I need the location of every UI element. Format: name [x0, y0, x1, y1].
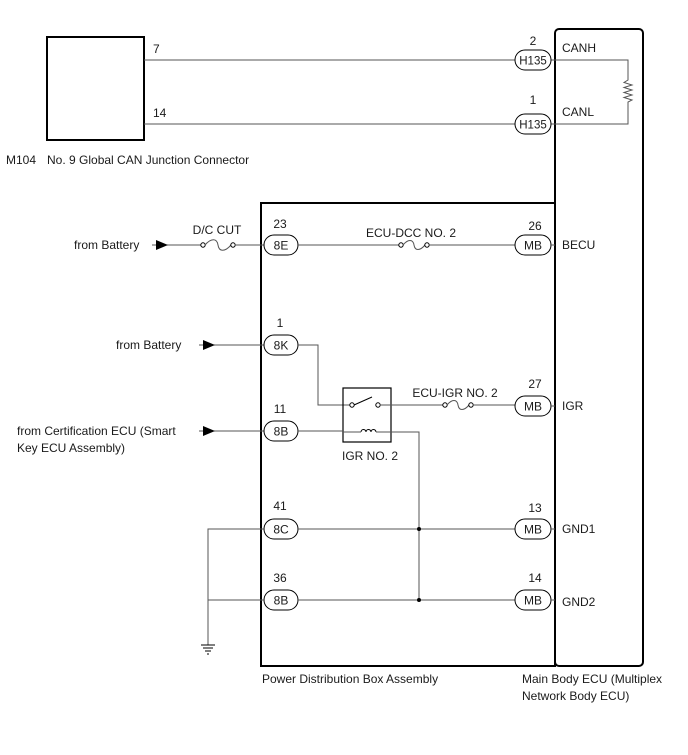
jc-code: M104 [6, 153, 36, 167]
igr-out-pin: 27 [528, 377, 542, 391]
dc-cut-fuse-icon [204, 239, 232, 251]
ecu-igr2-fuse-label: ECU-IGR NO. 2 [412, 386, 498, 400]
relay-contact-left [349, 402, 355, 408]
canh-signal: CANH [562, 41, 596, 55]
dc-cut-fuse-terminal-left [200, 242, 206, 248]
ecu-name-line2: Network Body ECU) [522, 689, 629, 703]
igr2-relay-box [342, 387, 392, 443]
gnd1-out-pin: 13 [528, 501, 542, 515]
canh-connector-code: H135 [519, 56, 547, 68]
cert-source-line2: Key ECU Assembly) [17, 441, 125, 455]
cert-arrow-icon [203, 426, 215, 436]
ecu-igr2-fuse-terminal-left [442, 402, 448, 408]
battery1-source: from Battery [74, 238, 139, 252]
igr-signal: IGR [562, 399, 584, 413]
junction-connector-box [46, 36, 145, 141]
cert-in-pin: 11 [274, 402, 287, 416]
gnd2-in-code: 8B [274, 594, 289, 608]
gnd2-in-pin: 36 [273, 571, 287, 585]
bat2-in-code: 8K [274, 339, 289, 353]
bat2-in-pin: 1 [277, 316, 284, 330]
cert-in-code: 8B [274, 425, 289, 439]
canh-connector [514, 49, 552, 71]
igr-out-code: MB [524, 400, 542, 414]
ecu-igr2-fuse-terminal-right [468, 402, 474, 408]
battery2-arrow-icon [203, 340, 215, 350]
becu-out-pin: 26 [528, 219, 542, 233]
gnd1-signal: GND1 [562, 522, 596, 536]
pdb-name: Power Distribution Box Assembly [262, 672, 438, 686]
relay-coil-icon [360, 429, 377, 433]
ecu-dcc2-fuse-terminal-left [398, 242, 404, 248]
relay-feed-wire [298, 344, 350, 406]
igr2-relay-label: IGR NO. 2 [342, 449, 398, 463]
canl-connector-code: H135 [519, 120, 547, 132]
gnd2-splice [417, 598, 421, 602]
relay-contact-right [375, 402, 381, 408]
gnd2-signal: GND2 [562, 595, 596, 609]
gnd1-in-code: 8C [273, 523, 289, 537]
relay-switch-blade [353, 396, 373, 406]
becu-out-code: MB [524, 239, 542, 253]
jc-name: No. 9 Global CAN Junction Connector [47, 153, 249, 167]
dc-cut-fuse-terminal-right [230, 242, 236, 248]
canl-pin-number: 1 [530, 93, 537, 107]
dc-cut-fuse-label: D/C CUT [193, 223, 242, 237]
ecu-igr2-fuse-icon [446, 400, 470, 410]
coil-ground-wire [391, 431, 420, 600]
jc-pin-canh: 7 [153, 42, 160, 56]
ecu-dcc2-fuse-label: ECU-DCC NO. 2 [366, 226, 456, 240]
becu-signal: BECU [562, 238, 595, 252]
canh-pin-number: 2 [530, 34, 537, 48]
ecu-dcc2-fuse-terminal-right [424, 242, 430, 248]
becu-in-code: 8E [274, 239, 289, 253]
gnd1-splice [417, 527, 421, 531]
main-body-ecu-box [554, 28, 644, 667]
canl-signal: CANL [562, 105, 594, 119]
canl-connector [514, 113, 552, 135]
gnd2-out-pin: 14 [528, 571, 542, 585]
cert-source-line1: from Certification ECU (Smart [17, 424, 176, 438]
ecu-dcc2-fuse-icon [402, 240, 426, 250]
jc-pin-canl: 14 [153, 106, 167, 120]
power-distribution-box [260, 202, 556, 667]
becu-in-pin: 23 [273, 217, 287, 231]
battery1-arrow-icon [156, 240, 168, 250]
ground-icon [201, 644, 215, 655]
gnd1-in-pin: 41 [273, 499, 287, 513]
termination-resistor-wire [555, 59, 634, 125]
ecu-name-line1: Main Body ECU (Multiplex [522, 672, 662, 686]
gnd2-out-code: MB [524, 594, 542, 608]
gnd1-out-code: MB [524, 523, 542, 537]
battery2-source: from Battery [116, 338, 181, 352]
body-ground-wire [207, 528, 264, 645]
